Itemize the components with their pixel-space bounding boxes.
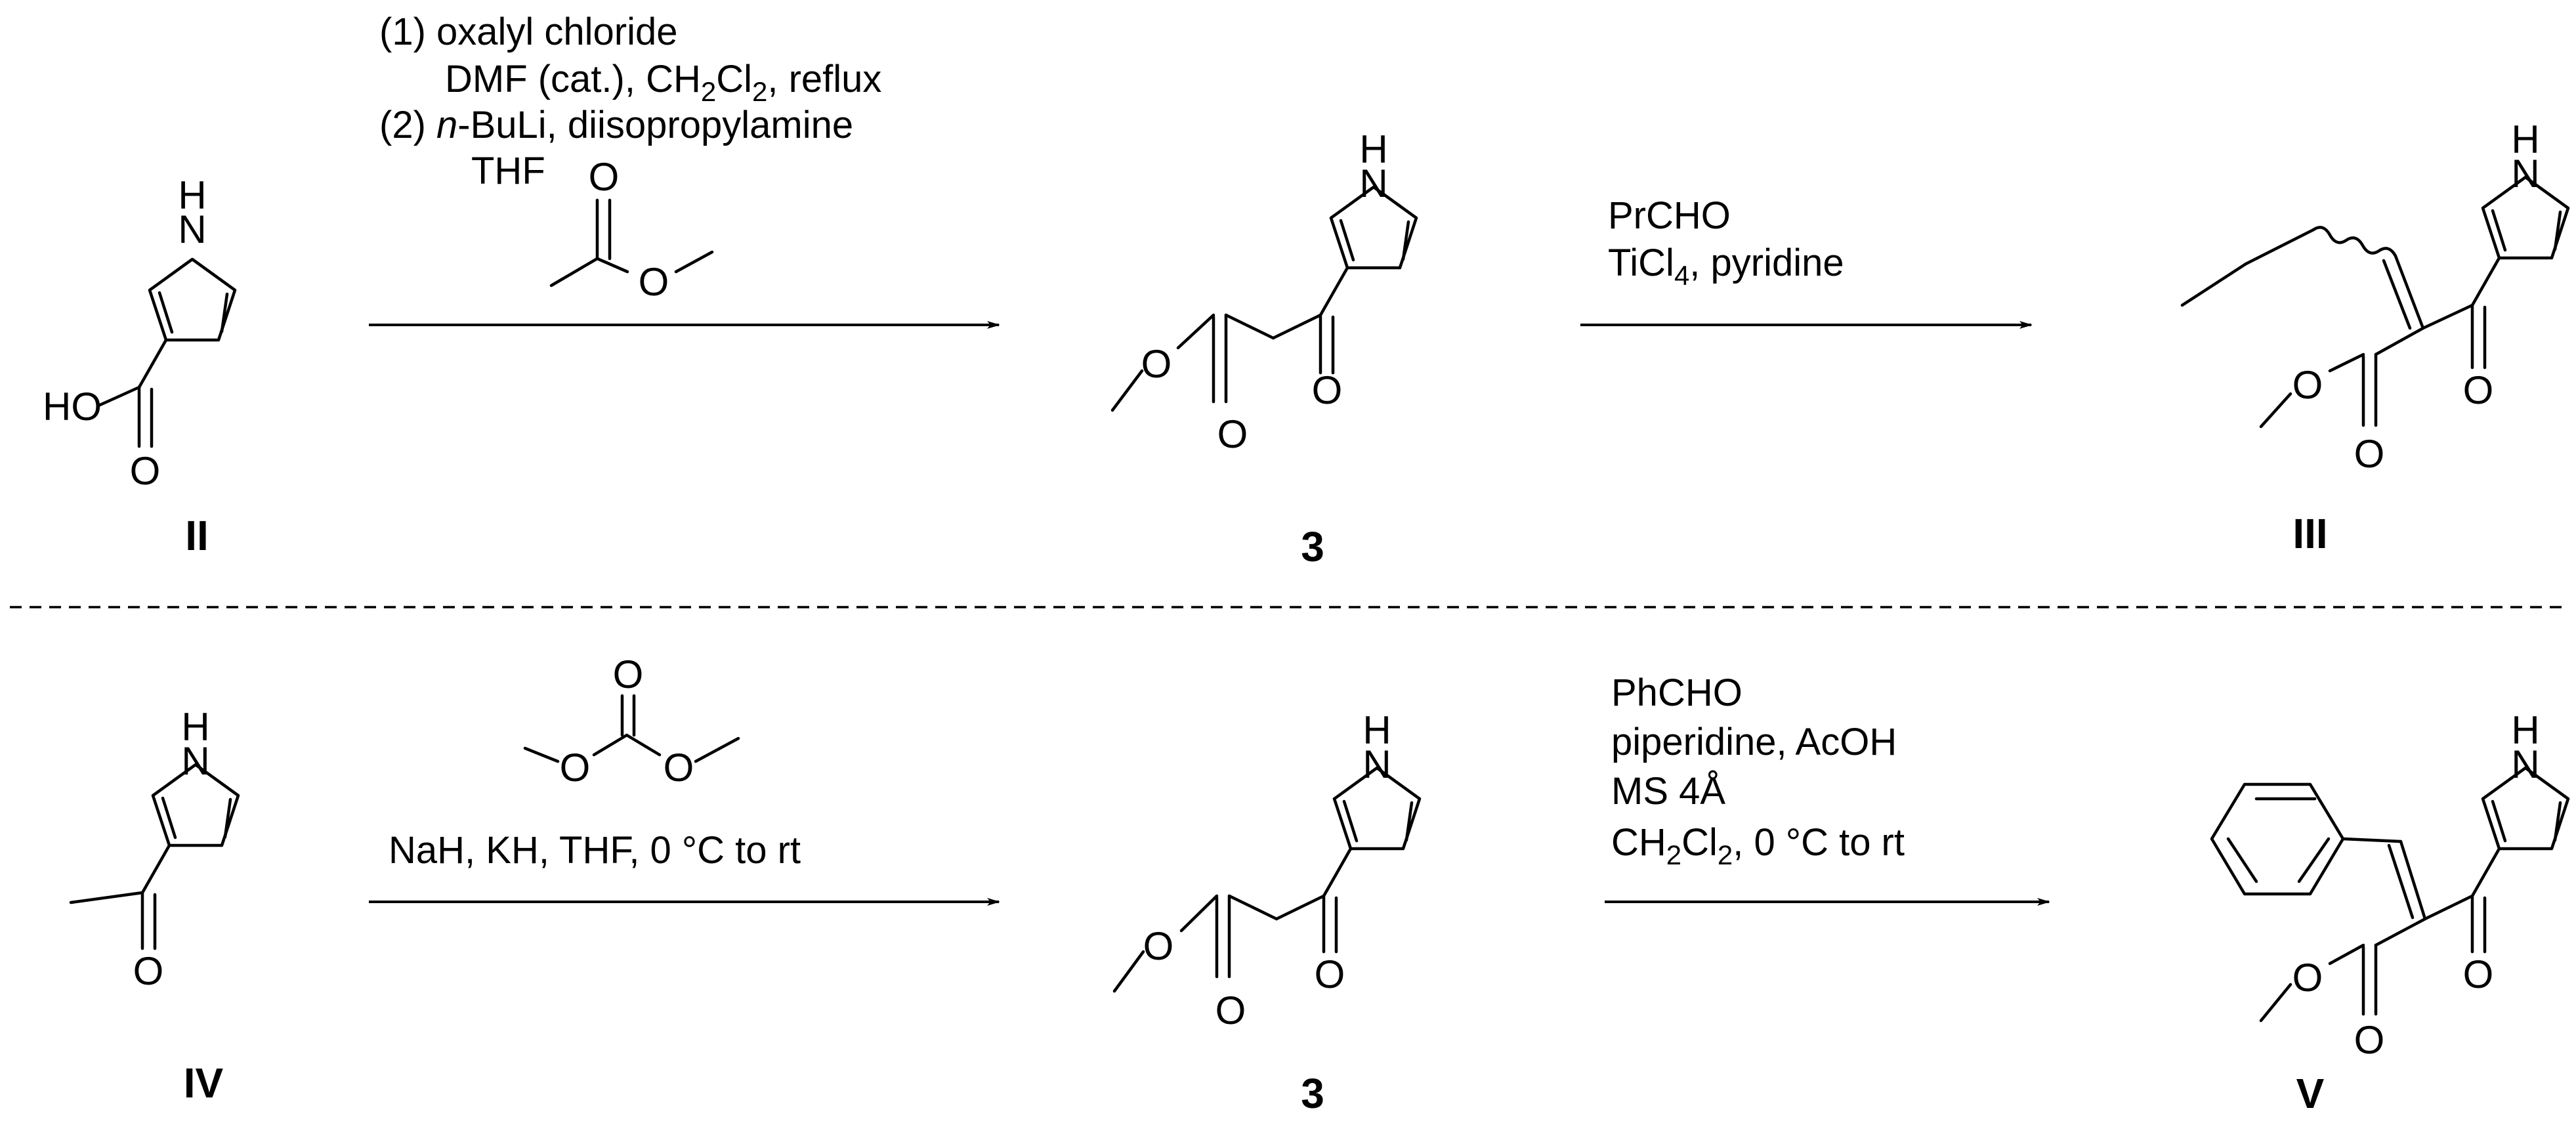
atom-n: N — [181, 739, 209, 783]
atom-o: O — [613, 652, 644, 696]
atom-h: H — [1362, 708, 1391, 752]
compound-label-iii: III — [2292, 510, 2327, 557]
atom-o: O — [639, 260, 669, 304]
atom-o: O — [1312, 368, 1343, 412]
atom-n: N — [1359, 161, 1387, 205]
reagents-row2-step2: PhCHO piperidine, AcOH MS 4Å CH2Cl2, 0 °… — [1611, 671, 1905, 870]
atom-o: O — [664, 746, 694, 790]
reagent-line: DMF (cat.), CH2Cl2, reflux — [445, 58, 881, 107]
compound-iv-structure: N H O — [69, 705, 240, 993]
reagents-row1-step1: (1) oxalyl chloride DMF (cat.), CH2Cl2, … — [379, 11, 881, 192]
reagent-line: PrCHO — [1608, 194, 1731, 237]
atom-h: H — [181, 705, 209, 749]
compound-label-3: 3 — [1301, 1070, 1324, 1117]
reagent-line: piperidine, AcOH — [1611, 721, 1897, 763]
atom-o: O — [2354, 432, 2385, 476]
atom-o: O — [2292, 956, 2323, 1000]
atom-n: N — [2511, 742, 2539, 786]
atom-o: O — [2354, 1018, 2385, 1062]
atom-o: O — [560, 746, 591, 790]
atom-h: H — [2511, 117, 2539, 161]
reagent-line: CH2Cl2, 0 °C to rt — [1611, 821, 1905, 870]
compound-iii-structure: N H O O O — [2180, 117, 2570, 476]
compound-3-structure: N H O O O — [1110, 127, 1418, 456]
atom-o: O — [2292, 363, 2323, 407]
atom-h: H — [1359, 127, 1387, 171]
atom-o: O — [130, 449, 161, 493]
atom-o: O — [133, 949, 164, 993]
compound-3-structure: N H O O O — [1112, 708, 1422, 1032]
reagent-line: (2) n-BuLi, diisopropylamine — [379, 104, 853, 146]
atom-n: N — [1362, 742, 1391, 786]
compound-label-iv: IV — [184, 1059, 224, 1107]
compound-label-3: 3 — [1301, 523, 1324, 570]
reagent-line: (1) oxalyl chloride — [379, 11, 678, 53]
atom-o: O — [1141, 342, 1172, 386]
compound-label-v: V — [2296, 1070, 2325, 1117]
atom-o: O — [2463, 368, 2494, 412]
reagents-row1-step2: PrCHO TiCl4, pyridine — [1608, 194, 1844, 291]
atom-o: O — [1215, 988, 1246, 1032]
compound-ii-structure: N H HO O — [43, 173, 237, 493]
reagent-line: THF — [471, 150, 545, 192]
atom-o: O — [2463, 952, 2494, 996]
atom-o: O — [1143, 924, 1174, 968]
atom-o: O — [589, 155, 620, 199]
atom-n: N — [2511, 152, 2539, 196]
dimethyl-carbonate-structure: O O O — [523, 652, 740, 790]
reagent-line: NaH, KH, THF, 0 °C to rt — [389, 829, 801, 872]
atom-h: H — [178, 173, 206, 217]
atom-o: O — [1315, 952, 1345, 996]
reagent-line: TiCl4, pyridine — [1608, 242, 1844, 291]
atom-ho: HO — [43, 385, 102, 429]
atom-h: H — [2511, 708, 2539, 752]
methyl-acetate-structure: O O — [549, 155, 714, 304]
compound-label-ii: II — [185, 512, 209, 559]
reagent-line: MS 4Å — [1611, 770, 1725, 813]
atom-o: O — [1217, 412, 1248, 456]
atom-n: N — [178, 207, 206, 251]
compound-v-structure: N H O O O — [2210, 708, 2570, 1062]
reagent-line: PhCHO — [1611, 671, 1742, 714]
